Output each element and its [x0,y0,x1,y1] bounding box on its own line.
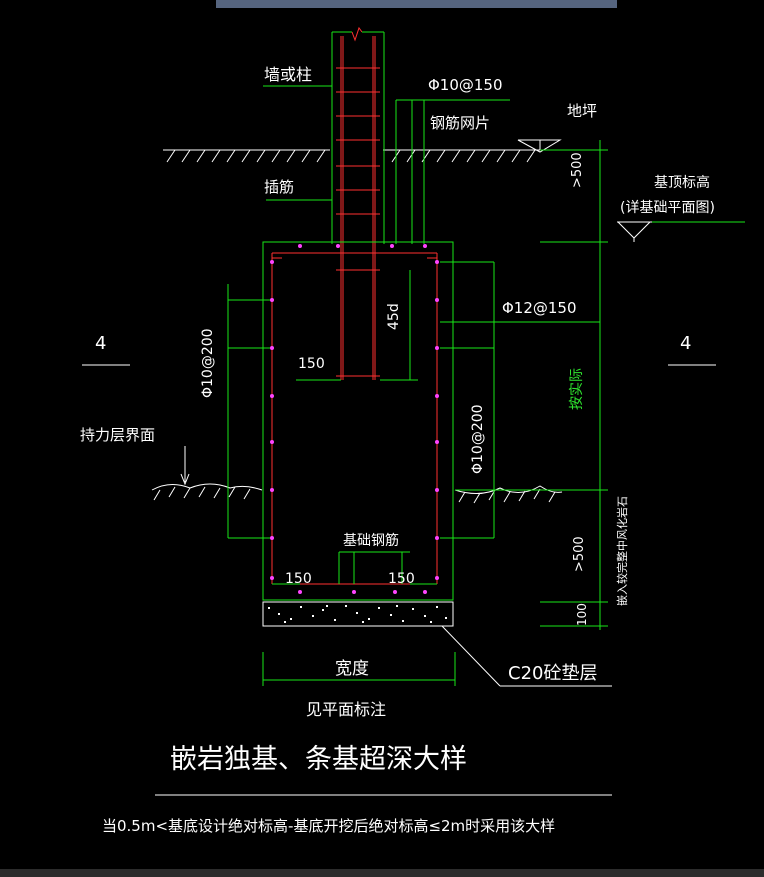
usage-note: 当0.5m<基底设计绝对标高-基底开挖后绝对标高≤2m时采用该大样 [102,817,556,835]
cushion-label: C20砼垫层 [508,663,598,684]
rebar-spec-top-label: Φ10@150 [428,76,503,94]
dim-150-mid: 150 [298,356,325,372]
rebar-dots [270,244,439,594]
ground-level-label: 地坪 [567,102,598,120]
dim-150-left: 150 [285,571,312,587]
dim-500-bottom: >500 [572,536,587,572]
foundation-rebar-label: 基础钢筋 [343,533,399,549]
column-outline [331,26,385,380]
dim-500-top: >500 [570,152,585,188]
per-actual-label: 按实际 [569,368,585,410]
rebar-mesh-label: 钢筋网片 [430,114,491,132]
dim-100: 100 [575,603,589,626]
leader-lines [227,85,745,687]
bearing-layer-label: 持力层界面 [80,426,156,444]
rebar-spec-right-vertical: Φ10@200 [470,404,486,474]
bearing-layer-lines [151,446,563,504]
rebar-spec-right-label: Φ12@150 [502,299,577,317]
foundation-top-elev-note: (详基础平面图) [620,200,715,216]
foundation-body [262,241,454,601]
rebar-spec-left-vertical: Φ10@200 [200,328,216,398]
width-label: 宽度 [335,659,369,679]
dim-150-right: 150 [388,571,415,587]
window-bottom-bar [0,869,764,877]
section-mark-left: 4 [95,333,107,354]
wall-column-label: 墙或柱 [264,65,313,84]
foundation-top-elev-label: 基顶标高 [654,175,710,191]
embed-note: 嵌入较完整中风化岩石 [616,496,629,606]
drawing-title: 嵌岩独基、条基超深大样 [170,744,467,775]
concrete-cushion [262,601,454,627]
section-mark-right: 4 [680,333,692,354]
dowel-bars-label: 插筋 [264,178,295,196]
window-top-bar [216,0,617,8]
see-plan-label: 见平面标注 [306,700,387,719]
anchorage-45d: 45d [386,303,402,330]
